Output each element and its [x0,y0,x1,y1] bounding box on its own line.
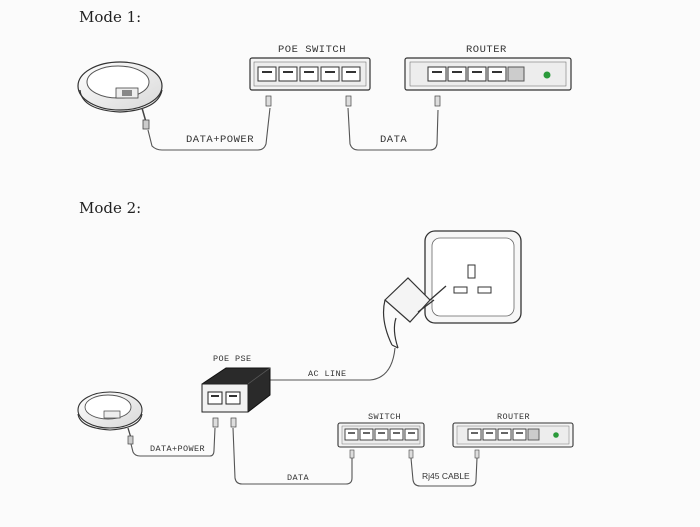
router-label-1: ROUTER [466,44,507,56]
poe-pse-icon [201,367,271,413]
data-cable-1 [347,107,439,151]
poe-switch-icon [249,57,371,91]
poe-pse-label: POE PSE [213,354,252,364]
access-point-icon [77,61,163,130]
switch-label: SWITCH [368,412,401,422]
cable-label-data-power-1: DATA+POWER [186,134,254,146]
power-plug-icon [382,277,447,349]
router-icon-2 [452,422,574,448]
data-cable-2 [232,427,353,485]
wall-socket-icon [424,230,522,324]
cable-label-data-2: DATA [287,473,310,483]
cable-label-data-power-2: DATA+POWER [150,444,205,454]
poe-switch-label: POE SWITCH [278,44,346,56]
data-power-cable-1 [147,107,271,151]
ac-line-label: AC LINE [308,369,347,379]
mode2-title: Mode 2: [79,199,142,217]
switch-icon [337,422,425,448]
cable-label-rj45: Rj45 CABLE [422,471,470,481]
router-label-2: ROUTER [497,412,530,422]
cable-label-data-1: DATA [380,134,407,146]
access-point-icon-2 [77,391,143,445]
ac-line-cable [270,347,396,381]
rj45-cable [410,457,478,487]
router-icon-1 [404,57,572,91]
data-power-cable-2 [130,427,216,457]
mode1-title: Mode 1: [79,8,142,26]
